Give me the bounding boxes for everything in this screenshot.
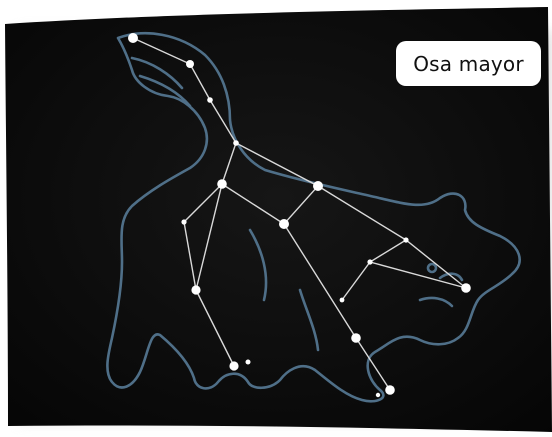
constellation-name-label: Osa mayor bbox=[396, 41, 541, 86]
star bbox=[207, 97, 213, 103]
star bbox=[191, 285, 200, 294]
star bbox=[128, 33, 138, 43]
star bbox=[351, 333, 361, 343]
star bbox=[246, 360, 251, 365]
star bbox=[461, 283, 471, 293]
star bbox=[217, 179, 227, 189]
star bbox=[229, 361, 238, 370]
star bbox=[186, 60, 194, 68]
star bbox=[376, 393, 380, 397]
star bbox=[403, 237, 408, 242]
star bbox=[385, 385, 395, 395]
star bbox=[340, 298, 345, 303]
star bbox=[313, 181, 323, 191]
star bbox=[367, 259, 372, 264]
star bbox=[181, 219, 186, 224]
star bbox=[279, 219, 289, 229]
star bbox=[233, 140, 239, 146]
